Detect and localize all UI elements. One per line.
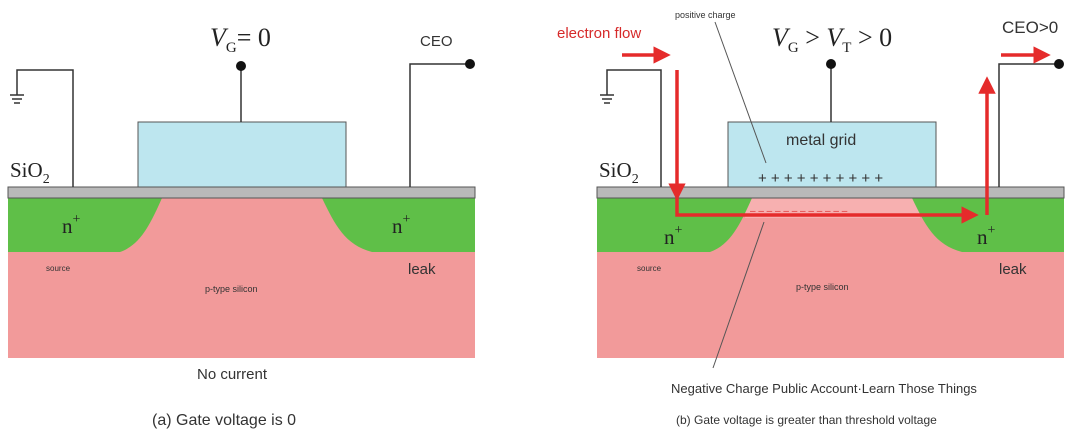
drain-terminal-b bbox=[1054, 59, 1064, 69]
n-plus-source-a: n+ bbox=[62, 212, 81, 238]
ceo-label-b: CEO>0 bbox=[1002, 18, 1058, 37]
electron-flow-arrows bbox=[622, 46, 1051, 224]
caption-a: (a) Gate voltage is 0 bbox=[152, 412, 296, 429]
ceo-label-a: CEO bbox=[420, 33, 453, 50]
gate-voltage-b: VG > VT > 0 bbox=[772, 23, 892, 56]
panel-b: electron flow positive charge VG > VT > … bbox=[557, 10, 1065, 427]
substrate-label-b: p-type silicon bbox=[796, 282, 849, 292]
drain-label-a: leak bbox=[408, 261, 436, 278]
gate-a bbox=[137, 121, 347, 188]
positive-charge-pointer bbox=[714, 21, 767, 164]
negative-charge-note: Negative Charge Public Account·Learn Tho… bbox=[671, 381, 977, 396]
oxide-layer-b bbox=[596, 186, 1065, 199]
plus-charges-b: + + + + + + + + + + bbox=[758, 170, 883, 187]
drain-terminal-a bbox=[465, 59, 475, 69]
oxide-label-a: SiO2 bbox=[10, 158, 50, 187]
drain-label-b: leak bbox=[999, 261, 1027, 278]
source-label-a: source bbox=[46, 264, 71, 273]
oxide-layer-a bbox=[7, 186, 476, 199]
negative-charge-pointer bbox=[712, 221, 765, 369]
electron-flow-label: electron flow bbox=[557, 25, 641, 42]
gate-terminal-a bbox=[236, 61, 246, 71]
minus-charges-b: – – – – – – – – – – – – bbox=[750, 206, 848, 217]
caption-b: (b) Gate voltage is greater than thresho… bbox=[676, 413, 937, 427]
gate-label-b: metal grid bbox=[786, 132, 856, 149]
source-region-b bbox=[597, 198, 752, 252]
n-plus-drain-a: n+ bbox=[392, 212, 411, 238]
positive-charge-label: positive charge bbox=[675, 10, 736, 20]
n-plus-drain-b: n+ bbox=[977, 223, 996, 249]
gate-voltage-a: VG= 0 bbox=[210, 23, 271, 56]
current-note-a: No current bbox=[197, 366, 268, 383]
ground-icon-a bbox=[10, 94, 24, 104]
ground-icon-b bbox=[600, 94, 614, 104]
drain-region-b bbox=[912, 198, 1064, 252]
oxide-label-b: SiO2 bbox=[599, 158, 639, 187]
source-region-a bbox=[8, 198, 162, 252]
drain-region-a bbox=[322, 198, 475, 252]
substrate-label-a: p-type silicon bbox=[205, 284, 258, 294]
panel-a: VG= 0 CEO SiO2 n+ n+ source leak p-type … bbox=[7, 23, 476, 429]
source-label-b: source bbox=[637, 264, 662, 273]
n-plus-source-b: n+ bbox=[664, 223, 683, 249]
gate-terminal-b bbox=[826, 59, 836, 69]
inversion-channel-b bbox=[745, 198, 920, 218]
